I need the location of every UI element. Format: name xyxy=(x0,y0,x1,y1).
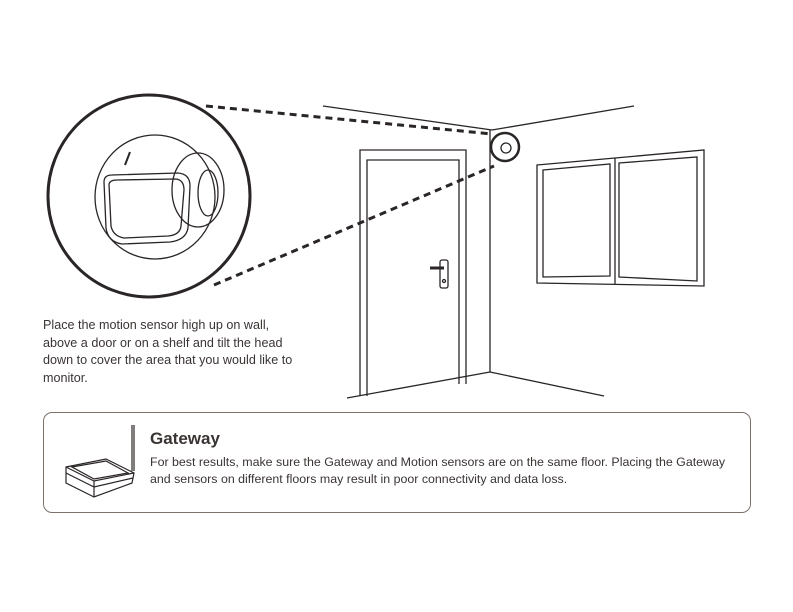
door-handle-icon xyxy=(439,259,449,289)
sensor-on-wall-icon xyxy=(489,131,521,163)
gateway-title: Gateway xyxy=(150,429,220,448)
gateway-info-box: Gateway For best results, make sure the … xyxy=(43,412,751,513)
zoom-leader-lines xyxy=(205,104,495,287)
placement-instruction: Place the motion sensor high up on wall,… xyxy=(43,318,293,385)
gateway-device-icon xyxy=(65,425,135,498)
sensor-closeup xyxy=(46,93,252,299)
gateway-description: For best results, make sure the Gateway … xyxy=(150,455,726,486)
door xyxy=(359,149,467,396)
window xyxy=(536,149,705,287)
